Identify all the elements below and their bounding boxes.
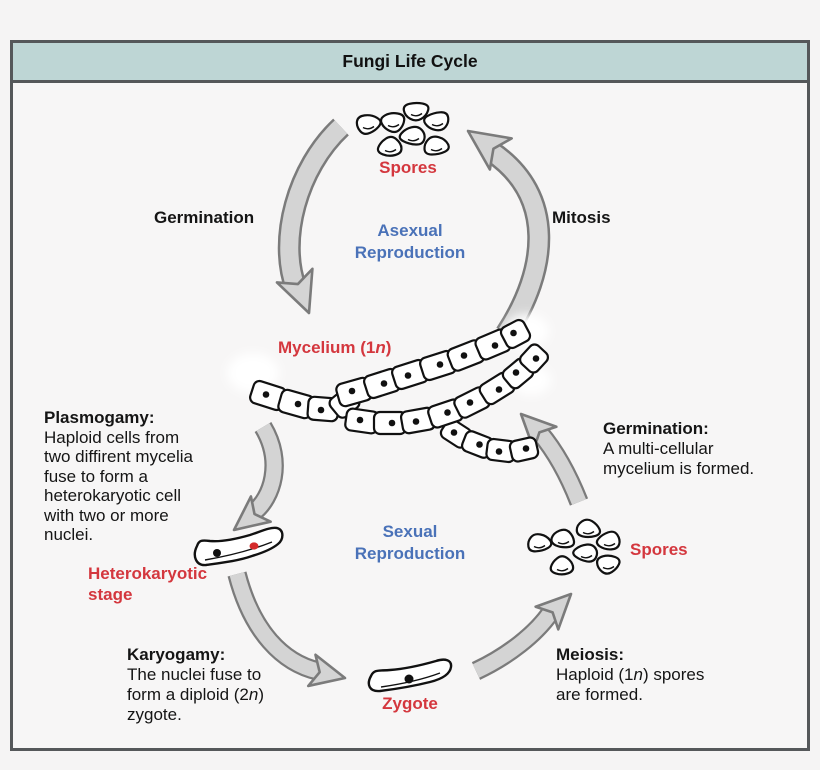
meiosis-arrow — [471, 592, 573, 680]
diagram-title: Fungi Life Cycle — [342, 51, 478, 71]
zygote-drawing — [367, 658, 453, 693]
karyogamy-text: Karyogamy: The nuclei fuse to form a dip… — [127, 645, 265, 724]
sexual-germination-text: Germination: A multi-cellular mycelium i… — [603, 419, 755, 478]
heterokaryotic-stage-label: Heterokaryotic stage — [88, 564, 208, 604]
asexual-spores-drawing — [355, 101, 450, 157]
mitosis-label: Mitosis — [552, 208, 611, 227]
sexual-cycle-label: Sexual Reproduction — [354, 522, 466, 563]
mitosis-arrow — [466, 129, 551, 341]
asexual-germination-arrow — [275, 118, 350, 315]
zygote-label: Zygote — [382, 694, 438, 713]
meiosis-text: Meiosis: Haploid (1n) spores are formed. — [556, 645, 705, 704]
diploid-nucleus-dot — [404, 674, 414, 684]
asexual-germination-label: Germination — [154, 208, 255, 227]
haploid-nucleus-dot — [213, 549, 221, 557]
second-nucleus-dot — [249, 542, 259, 550]
asexual-cycle-label: Asexual Reproduction — [354, 221, 466, 262]
sexual-spores-label: Spores — [630, 540, 688, 559]
plasmogamy-arrow — [232, 421, 284, 532]
sexual-spores-drawing — [527, 518, 621, 576]
mycelium-label: Mycelium (1n) — [278, 338, 392, 357]
diagram-panel: Fungi Life Cycle — [10, 40, 810, 751]
asexual-spores-label: Spores — [379, 158, 437, 177]
heterokaryotic-cell-drawing — [193, 526, 284, 567]
mycelium-drawing — [249, 318, 550, 464]
karyogamy-arrow — [227, 571, 347, 688]
title-bar: Fungi Life Cycle — [13, 43, 807, 83]
plasmogamy-text: Plasmogamy: Haploid cells from two diffi… — [44, 408, 193, 544]
